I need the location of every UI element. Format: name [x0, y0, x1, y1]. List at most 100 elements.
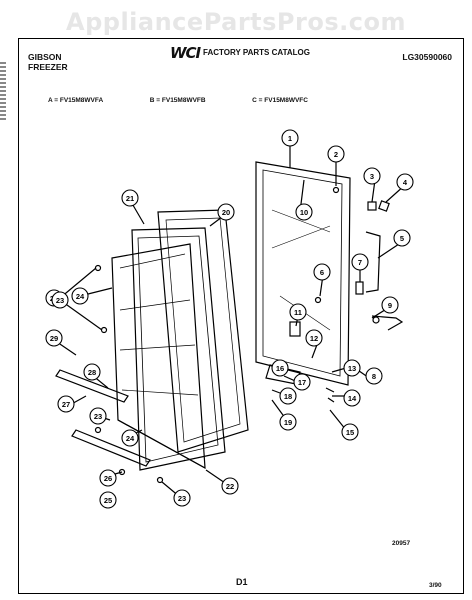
callout-18: 18 [279, 387, 297, 405]
callout-label: 25 [104, 496, 112, 505]
callout-label: 10 [300, 208, 308, 217]
callout-label: 26 [104, 474, 112, 483]
callout-1: 1 [281, 129, 299, 147]
outer-door-panel [255, 161, 351, 386]
kick-plate [71, 429, 151, 467]
callout-circle [121, 429, 139, 447]
callout-circle [281, 129, 299, 147]
callout-8: 8 [365, 367, 383, 385]
callout-circle [89, 407, 107, 425]
callout-label: 19 [284, 418, 292, 427]
callout-circle [271, 359, 289, 377]
callout-label: 13 [348, 364, 356, 373]
callout-label: 1 [288, 134, 292, 143]
callout-circle [363, 167, 381, 185]
brand-name: GIBSON [28, 52, 62, 62]
callout-5: 5 [393, 229, 411, 247]
callout-label: 3 [370, 172, 374, 181]
callout-label: 18 [284, 392, 292, 401]
callout-label: 20 [222, 208, 230, 217]
callout-circle [343, 389, 361, 407]
callout-3: 3 [363, 167, 381, 185]
callout-circle [57, 395, 75, 413]
callout-10: 10 [295, 203, 313, 221]
callout-24: 24 [121, 429, 139, 447]
model-c: C = FV15M8WVFC [252, 97, 308, 104]
callout-23: 23 [89, 407, 107, 425]
figure-id: 20957 [392, 540, 411, 547]
callout-label: 5 [400, 234, 404, 243]
callout-21: 21 [121, 189, 139, 207]
callout-label: 22 [226, 482, 234, 491]
callout-label: 2 [334, 150, 338, 159]
callout-28: 28 [83, 363, 101, 381]
callout-circle [173, 489, 191, 507]
callout-circle [221, 477, 239, 495]
callout-circle [343, 359, 361, 377]
callout-22: 22 [221, 477, 239, 495]
callout-label: 4 [403, 178, 408, 187]
callout-15: 15 [341, 423, 359, 441]
callout-label: 23 [56, 296, 64, 305]
callout-circle [381, 296, 399, 314]
callout-circle [295, 203, 313, 221]
callout-circle [293, 373, 311, 391]
callout-circle [121, 189, 139, 207]
callout-16: 16 [271, 359, 289, 377]
callout-6: 6 [313, 263, 331, 281]
callout-circle [365, 367, 383, 385]
callout-label: 27 [62, 400, 70, 409]
callout-label: 23 [94, 412, 102, 421]
callout-9: 9 [381, 296, 399, 314]
callout-25: 25 [99, 491, 117, 509]
callout-circle [279, 387, 297, 405]
callout-29: 29 [45, 329, 63, 347]
callout-label: 16 [276, 364, 284, 373]
callout-12: 12 [305, 329, 323, 347]
callout-14: 14 [343, 389, 361, 407]
callout-label: 8 [372, 372, 376, 381]
callout-circle [396, 173, 414, 191]
catalog-date: 3/90 [429, 582, 442, 589]
callout-7: 7 [351, 253, 369, 271]
callout-circle [71, 287, 89, 305]
callout-label: 15 [346, 428, 354, 437]
callout-circle [393, 229, 411, 247]
callout-label: 17 [298, 378, 306, 387]
catalog-title: FACTORY PARTS CATALOG [203, 48, 310, 57]
catalog-logo: WCI [170, 44, 201, 62]
callout-label: 23 [178, 494, 186, 503]
callout-label: 11 [294, 308, 302, 317]
callout-4: 4 [396, 173, 414, 191]
catalog-number: LG30590060 [402, 52, 452, 62]
callout-17: 17 [293, 373, 311, 391]
callout-label: 28 [88, 368, 96, 377]
callout-26: 26 [99, 469, 117, 487]
callout-2: 2 [327, 145, 345, 163]
callout-circle [83, 363, 101, 381]
door-liner [157, 209, 249, 453]
page-number: D1 [236, 577, 248, 587]
product-type: FREEZER [28, 62, 68, 72]
model-list: A = FV15M8WVFA B = FV15M8WVFB C = FV15M8… [48, 97, 308, 104]
model-b: B = FV15M8WVFB [149, 97, 206, 104]
door-gasket [131, 227, 226, 471]
callout-circle [217, 203, 235, 221]
callout-13: 13 [343, 359, 361, 377]
watermark-text: AppliancePartsPros.com [66, 8, 406, 36]
callout-circle [45, 329, 63, 347]
callout-23: 23 [173, 489, 191, 507]
callout-circle [305, 329, 323, 347]
callout-circle [327, 145, 345, 163]
callout-circle [351, 253, 369, 271]
callout-circle [99, 469, 117, 487]
callout-circle [279, 413, 297, 431]
catalog-sheet [18, 38, 464, 594]
callout-circle [99, 491, 117, 509]
callout-24: 24 [71, 287, 89, 305]
callout-label: 7 [358, 258, 362, 267]
door-handle [365, 231, 381, 293]
binding-edge-strip [0, 62, 6, 122]
callout-layer: 1234567891011121314151617181920212223232… [45, 129, 414, 509]
callout-label: 29 [50, 334, 58, 343]
